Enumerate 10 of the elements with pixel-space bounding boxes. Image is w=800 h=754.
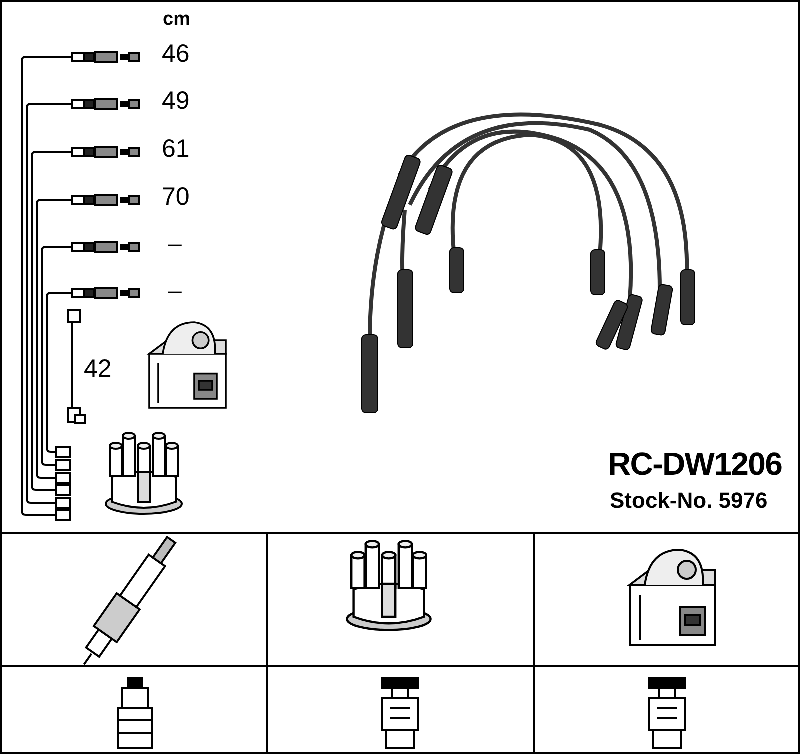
- length-label: –: [168, 279, 182, 304]
- length-label: –: [168, 232, 182, 257]
- length-label: 70: [162, 185, 190, 210]
- length-label: 49: [162, 89, 190, 114]
- length-label: 46: [162, 42, 190, 67]
- part-number-text: RC-DW1206: [608, 448, 782, 480]
- part-number-text: Stock-No. 5976: [610, 490, 768, 512]
- length-label: 61: [162, 137, 190, 162]
- length-label: cm: [163, 10, 190, 29]
- length-label: 42: [84, 357, 112, 382]
